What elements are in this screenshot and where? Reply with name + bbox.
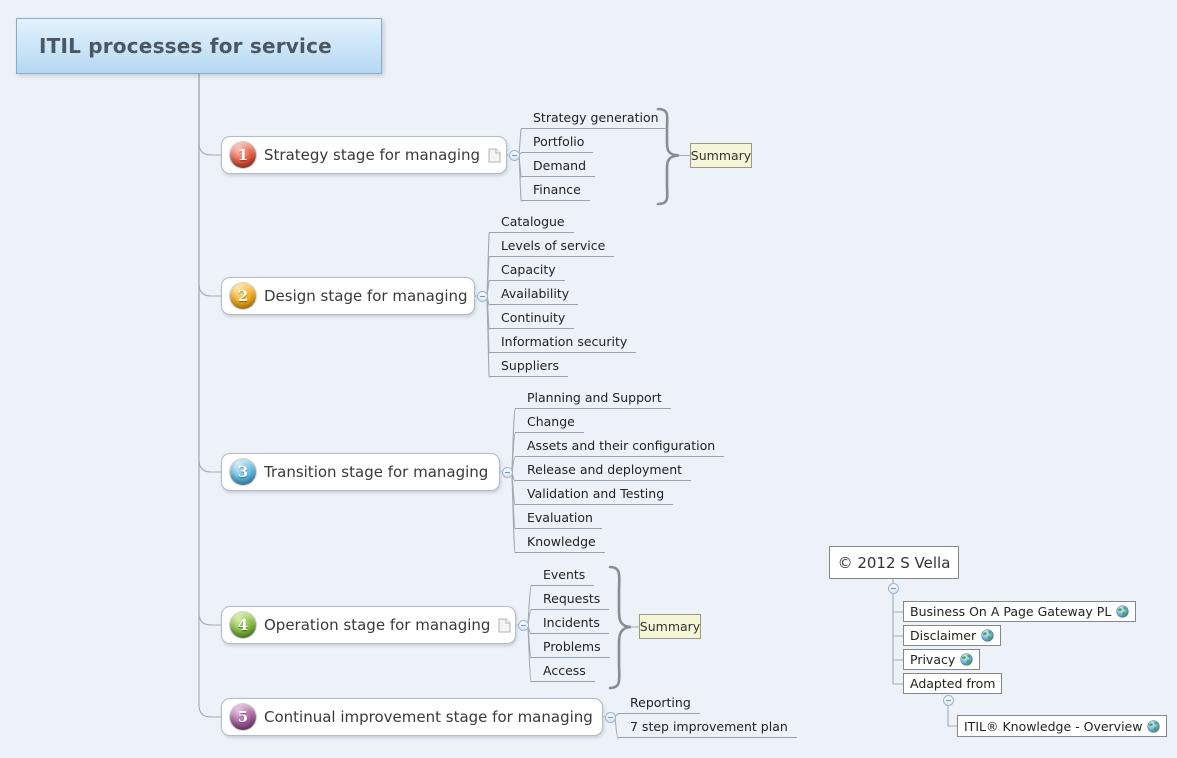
link-topic-disclaimer[interactable]: Disclaimer [903,625,1002,646]
summary-topic-strategy[interactable]: Summary [690,143,752,168]
root-topic-label: ITIL processes for service [39,34,332,58]
link-label: Privacy [910,652,956,667]
subtopic-suppliers[interactable]: Suppliers [489,358,569,377]
subtopic-strategy-generation[interactable]: Strategy generation [521,110,668,129]
subtopic-access[interactable]: Access [531,663,595,682]
subtopic-levels-of-service[interactable]: Levels of service [489,238,615,257]
collapse-toggle-design[interactable] [476,290,488,302]
topic-design-stage[interactable]: 2 Design stage for managing [221,277,475,315]
subtopic-finance[interactable]: Finance [521,182,590,201]
collapse-toggle-continual[interactable] [604,711,616,723]
subtopic-change[interactable]: Change [515,414,584,433]
topic-label: Strategy stage for managing [264,146,481,164]
collapse-toggle-operation[interactable] [517,619,529,631]
topic-adapted-from[interactable]: Adapted from [903,673,1003,694]
badge-5-icon: 5 [230,704,256,730]
topic-label: Transition stage for managing [264,463,489,481]
link-label: Business On A Page Gateway PL [910,604,1112,619]
link-label: ITIL® Knowledge - Overview [964,718,1143,734]
globe-icon [981,629,994,642]
subtopic-capacity[interactable]: Capacity [489,262,565,281]
link-topic-itil-knowledge-overview[interactable]: ITIL® Knowledge - Overview [957,715,1168,737]
subtopic-reporting[interactable]: Reporting [618,695,700,714]
globe-icon [1147,719,1161,733]
topic-label: Operation stage for managing [264,616,491,634]
subtopic-7-step-improvement-plan[interactable]: 7 step improvement plan [618,719,797,738]
globe-icon [1116,605,1129,618]
link-topic-privacy[interactable]: Privacy [903,649,981,670]
subtopic-incidents[interactable]: Incidents [531,615,609,634]
subtopic-events[interactable]: Events [531,567,595,586]
subtopic-planning-and-support[interactable]: Planning and Support [515,390,671,409]
collapse-toggle-adapted-from[interactable] [942,694,954,706]
collapse-toggle-copyright[interactable] [887,582,899,594]
subtopic-portfolio[interactable]: Portfolio [521,134,594,153]
badge-4-icon: 4 [230,612,256,638]
subtopic-continuity[interactable]: Continuity [489,310,575,329]
note-icon[interactable] [498,618,511,633]
subtopic-demand[interactable]: Demand [521,158,596,177]
note-icon[interactable] [488,148,501,163]
topic-operation-stage[interactable]: 4 Operation stage for managing [221,606,516,644]
link-topic-business-on-a-page[interactable]: Business On A Page Gateway PL [903,601,1137,622]
subtopic-catalogue[interactable]: Catalogue [489,214,574,233]
topic-label: Design stage for managing [264,287,468,305]
badge-2-icon: 2 [230,283,256,309]
subtopic-availability[interactable]: Availability [489,286,579,305]
subtopic-requests[interactable]: Requests [531,591,610,610]
badge-1-icon: 1 [230,142,256,168]
subtopic-release-and-deployment[interactable]: Release and deployment [515,462,692,481]
subtopic-knowledge[interactable]: Knowledge [515,534,605,553]
subtopic-assets-configuration[interactable]: Assets and their configuration [515,438,725,457]
link-label: Disclaimer [910,628,977,643]
topic-label: Adapted from [910,676,996,691]
subtopic-information-security[interactable]: Information security [489,334,637,353]
subtopic-validation-and-testing[interactable]: Validation and Testing [515,486,674,505]
topic-continual-improvement-stage[interactable]: 5 Continual improvement stage for managi… [221,698,603,736]
collapse-toggle-transition[interactable] [501,466,513,478]
topic-strategy-stage[interactable]: 1 Strategy stage for managing [221,136,507,174]
summary-topic-operation[interactable]: Summary [639,614,701,639]
subtopic-problems[interactable]: Problems [531,639,610,658]
topic-copyright[interactable]: © 2012 S Vella [829,546,959,579]
badge-3-icon: 3 [230,459,256,485]
subtopic-evaluation[interactable]: Evaluation [515,510,602,529]
collapse-toggle-strategy[interactable] [508,149,520,161]
topic-transition-stage[interactable]: 3 Transition stage for managing [221,453,500,491]
globe-icon [960,653,973,666]
root-topic[interactable]: ITIL processes for service [16,18,382,74]
topic-label: Continual improvement stage for managing [264,708,593,726]
